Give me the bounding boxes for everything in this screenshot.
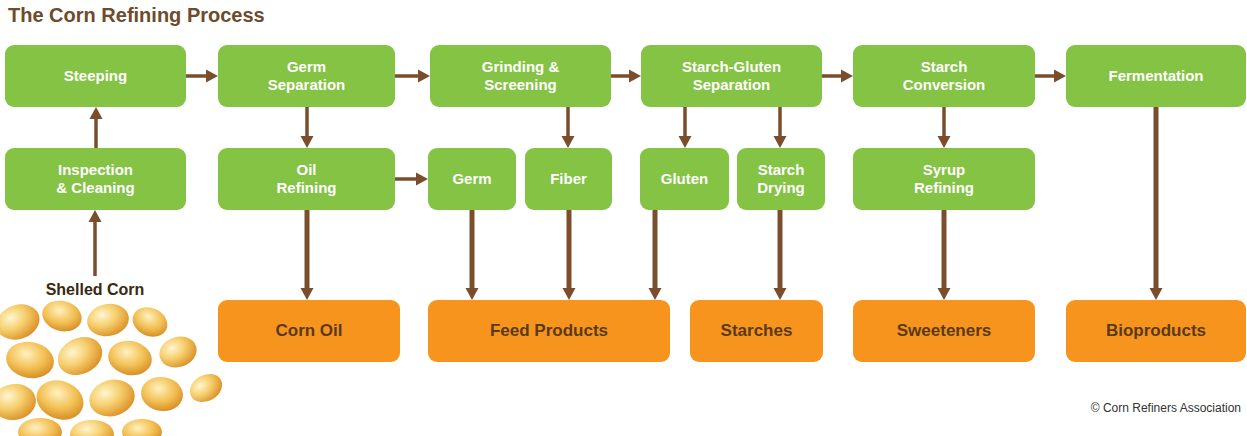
flow-arrow [186, 70, 218, 83]
node-text: Corn Oil [275, 321, 342, 341]
flow-arrow [90, 107, 103, 148]
arrow-head [562, 136, 575, 148]
flow-arrow [774, 210, 787, 300]
flow-arrow [395, 70, 430, 83]
node-text: Starch Conversion [892, 58, 997, 94]
flow-arrow [611, 70, 641, 83]
flow-arrow [562, 107, 575, 148]
source-label: Shelled Corn [35, 276, 155, 304]
process-box: Gluten [640, 148, 729, 210]
process-box: Oil Refining [218, 148, 395, 210]
arrow-line [305, 210, 310, 294]
process-box: Starch Drying [737, 148, 825, 210]
flow-arrow [89, 210, 102, 276]
arrow-line [942, 210, 947, 294]
flow-arrow [938, 107, 951, 148]
node-text: Inspection & Cleaning [53, 161, 138, 197]
arrow-head [416, 173, 428, 186]
flow-arrow [1150, 107, 1163, 300]
arrow-line [93, 216, 97, 276]
flow-arrow [301, 210, 314, 300]
node-text: Grinding & Screening [468, 58, 573, 94]
arrow-head [629, 70, 641, 83]
product-box: Feed Products [428, 300, 670, 362]
arrow-head [774, 136, 787, 148]
flow-arrow [679, 107, 692, 148]
product-box: Starches [690, 300, 823, 362]
arrow-head [301, 136, 314, 148]
flow-arrow [938, 210, 951, 300]
flow-arrow [563, 210, 576, 300]
process-box: Syrup Refining [853, 148, 1035, 210]
flow-arrow [395, 173, 428, 186]
arrow-head [774, 288, 787, 300]
node-text: Starches [721, 321, 793, 341]
flow-arrow [822, 70, 853, 83]
flow-arrow [301, 107, 314, 148]
node-text: Steeping [64, 67, 127, 85]
corn-kernels [0, 296, 227, 436]
process-box: Grinding & Screening [430, 45, 611, 107]
node-text: Fermentation [1108, 67, 1203, 85]
process-box: Starch Conversion [853, 45, 1035, 107]
process-box: Fermentation [1066, 45, 1246, 107]
product-box: Sweeteners [853, 300, 1035, 362]
node-text: Starch Drying [742, 161, 820, 197]
arrow-line [567, 210, 572, 294]
flow-arrow [466, 210, 479, 300]
arrow-head [1054, 70, 1066, 83]
arrow-head [418, 70, 430, 83]
arrow-line [778, 210, 783, 294]
arrow-head [89, 210, 102, 222]
node-text: Germ Separation [254, 58, 359, 94]
arrow-head [466, 288, 479, 300]
arrow-head [938, 136, 951, 148]
node-text: Syrup Refining [909, 161, 979, 197]
arrow-line [653, 210, 658, 294]
arrow-head [90, 107, 103, 119]
process-box: Germ [428, 148, 516, 210]
node-text: Bioproducts [1106, 321, 1206, 341]
arrow-head [301, 288, 314, 300]
node-text: Shelled Corn [46, 280, 145, 299]
diagram-title: The Corn Refining Process [8, 4, 265, 27]
flow-arrow [774, 107, 787, 148]
process-box: Inspection & Cleaning [5, 148, 186, 210]
arrow-head [841, 70, 853, 83]
node-text: Feed Products [490, 321, 608, 341]
process-box: Fiber [525, 148, 612, 210]
process-box: Starch-Gluten Separation [641, 45, 822, 107]
product-box: Corn Oil [218, 300, 400, 362]
node-text: Fiber [550, 170, 587, 188]
arrow-line [470, 210, 475, 294]
arrow-head [679, 136, 692, 148]
flow-arrow [649, 210, 662, 300]
node-text: Germ [452, 170, 491, 188]
arrow-head [1150, 288, 1163, 300]
arrow-head [206, 70, 218, 83]
flow-arrow [1035, 70, 1066, 83]
arrow-line [1154, 107, 1159, 294]
arrow-head [649, 288, 662, 300]
arrow-head [938, 288, 951, 300]
process-box: Steeping [5, 45, 186, 107]
node-text: Sweeteners [897, 321, 992, 341]
copyright-note: © Corn Refiners Association [1091, 401, 1241, 415]
node-text: Gluten [661, 170, 709, 188]
node-text: Starch-Gluten Separation [674, 58, 789, 94]
arrow-head [563, 288, 576, 300]
node-text: Oil Refining [272, 161, 342, 197]
process-box: Germ Separation [218, 45, 395, 107]
product-box: Bioproducts [1066, 300, 1246, 362]
